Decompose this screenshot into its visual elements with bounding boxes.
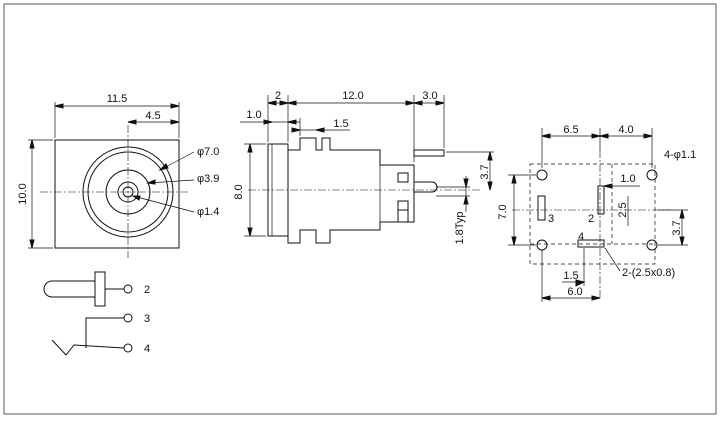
bottom-small-dim: 1.5 xyxy=(563,270,578,282)
drawing-frame xyxy=(3,3,717,415)
right-dim: 3.7 xyxy=(671,220,683,235)
top-pin xyxy=(413,149,445,157)
mount-hole-br xyxy=(646,239,658,251)
front-body-outline xyxy=(54,139,180,249)
terminal-2 xyxy=(123,284,133,294)
tail-dim: 3.0 xyxy=(422,90,437,102)
pad-label-2: 2 xyxy=(588,213,594,225)
side-height-dim: 8.0 xyxy=(233,184,245,199)
body-dim: 12.0 xyxy=(342,90,363,102)
holes-dim: 4-φ1.1 xyxy=(664,149,696,161)
diameter-middle: φ3.9 xyxy=(197,173,219,185)
pad-label-4: 4 xyxy=(578,231,584,243)
left-dim: 7.0 xyxy=(497,204,509,219)
width-dim: 11.5 xyxy=(107,93,128,105)
mount-hole-bl xyxy=(536,239,548,251)
step1-dim: 1.0 xyxy=(246,109,261,121)
mount-hole-tl xyxy=(536,169,548,181)
schematic-pin-3: 3 xyxy=(144,313,150,325)
step2-dim: 1.5 xyxy=(333,118,348,130)
plug-tip xyxy=(43,280,95,298)
pad-2 xyxy=(597,185,605,215)
side-view: 2 12.0 3.0 1.0 1.5 8.0 3.7 1.8Typ xyxy=(233,90,494,245)
terminal-3 xyxy=(123,313,133,323)
diameter-pin: φ1.4 xyxy=(197,206,219,218)
typ-dim: 1.8Typ xyxy=(454,211,466,244)
terminal-4 xyxy=(123,343,133,353)
center-dim: 3.7 xyxy=(479,164,491,179)
top-left-dim: 6.5 xyxy=(563,124,578,136)
pin-schematic: 2 3 4 xyxy=(43,271,150,356)
pad-4 xyxy=(577,239,605,248)
bottom-dim: 6.0 xyxy=(567,286,582,298)
pad-label-3: 3 xyxy=(548,213,554,225)
front-view: 11.5 4.5 10.0 φ7.0 φ3.9 φ1.4 xyxy=(17,93,219,258)
offset-dim: 4.5 xyxy=(145,110,160,122)
schematic-pin-4: 4 xyxy=(144,343,150,355)
schematic-pin-2: 2 xyxy=(144,284,150,296)
pads-dim: 2-(2.5x0.8) xyxy=(622,267,675,279)
top-right-dim: 4.0 xyxy=(618,124,633,136)
footprint-outline xyxy=(529,163,656,265)
pcb-footprint-view: 3 2 4 6.5 4.0 4-φ1.1 1.0 7.0 2.5 xyxy=(497,124,696,302)
plug-contact xyxy=(94,271,106,307)
flange-dim: 2 xyxy=(275,90,281,102)
side-body xyxy=(287,137,415,244)
height-dim: 10.0 xyxy=(17,183,29,204)
slot-dim: 2.5 xyxy=(617,202,629,217)
diameter-outer: φ7.0 xyxy=(197,146,219,158)
mount-hole-tr xyxy=(646,169,658,181)
inner-dim: 1.0 xyxy=(620,173,635,185)
side-terminal xyxy=(414,181,438,193)
pad-3 xyxy=(537,195,546,221)
